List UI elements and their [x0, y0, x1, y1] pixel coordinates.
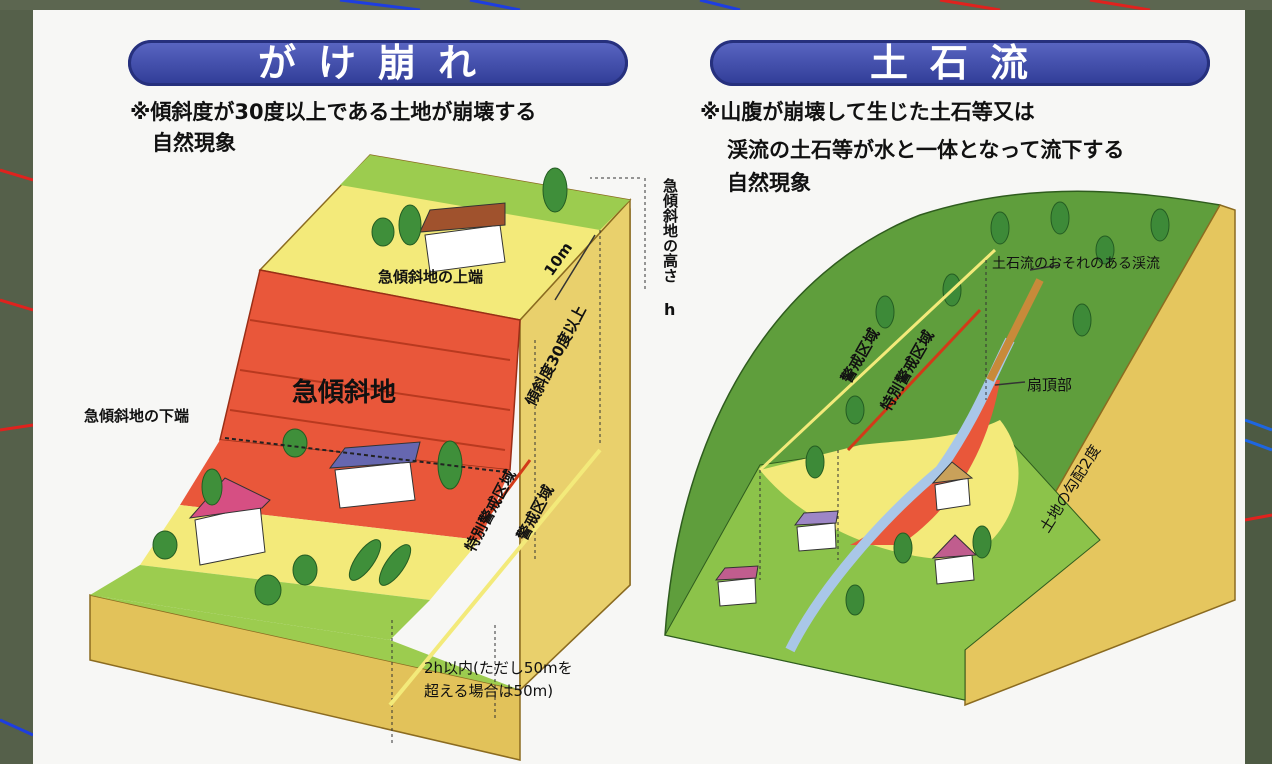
hazard-stream-label: 土石流のおそれのある渓流: [992, 256, 1160, 272]
distance-note-1: 2h以内(ただし50mを: [424, 659, 573, 677]
debris-flow-note-2: 渓流の土石等が水と一体となって流下する: [727, 138, 1125, 162]
slope-height-label: 急傾斜地の高さ: [661, 178, 679, 283]
landslide-note-2: 自然現象: [152, 131, 236, 155]
fan-apex-label: 扇頂部: [1027, 376, 1073, 394]
debris-flow-title: 土石流: [710, 40, 1210, 86]
debris-flow-note-3: 自然現象: [727, 171, 811, 195]
steep-slope-label: 急傾斜地: [292, 378, 397, 408]
slope-bottom-edge-label: 急傾斜地の下端: [84, 407, 190, 425]
distance-note-2: 超える場合は50m): [424, 682, 554, 700]
house-icon: [419, 202, 506, 273]
landslide-title: がけ崩れ: [128, 40, 628, 86]
debris-flow-note-1: ※山腹が崩壊して生じた土石等又は: [700, 100, 1035, 124]
slope-height-symbol: h: [664, 300, 676, 319]
slope-top-edge-label: 急傾斜地の上端: [378, 268, 484, 286]
landslide-note-1: ※傾斜度が30度以上である土地が崩壊する: [130, 100, 537, 124]
